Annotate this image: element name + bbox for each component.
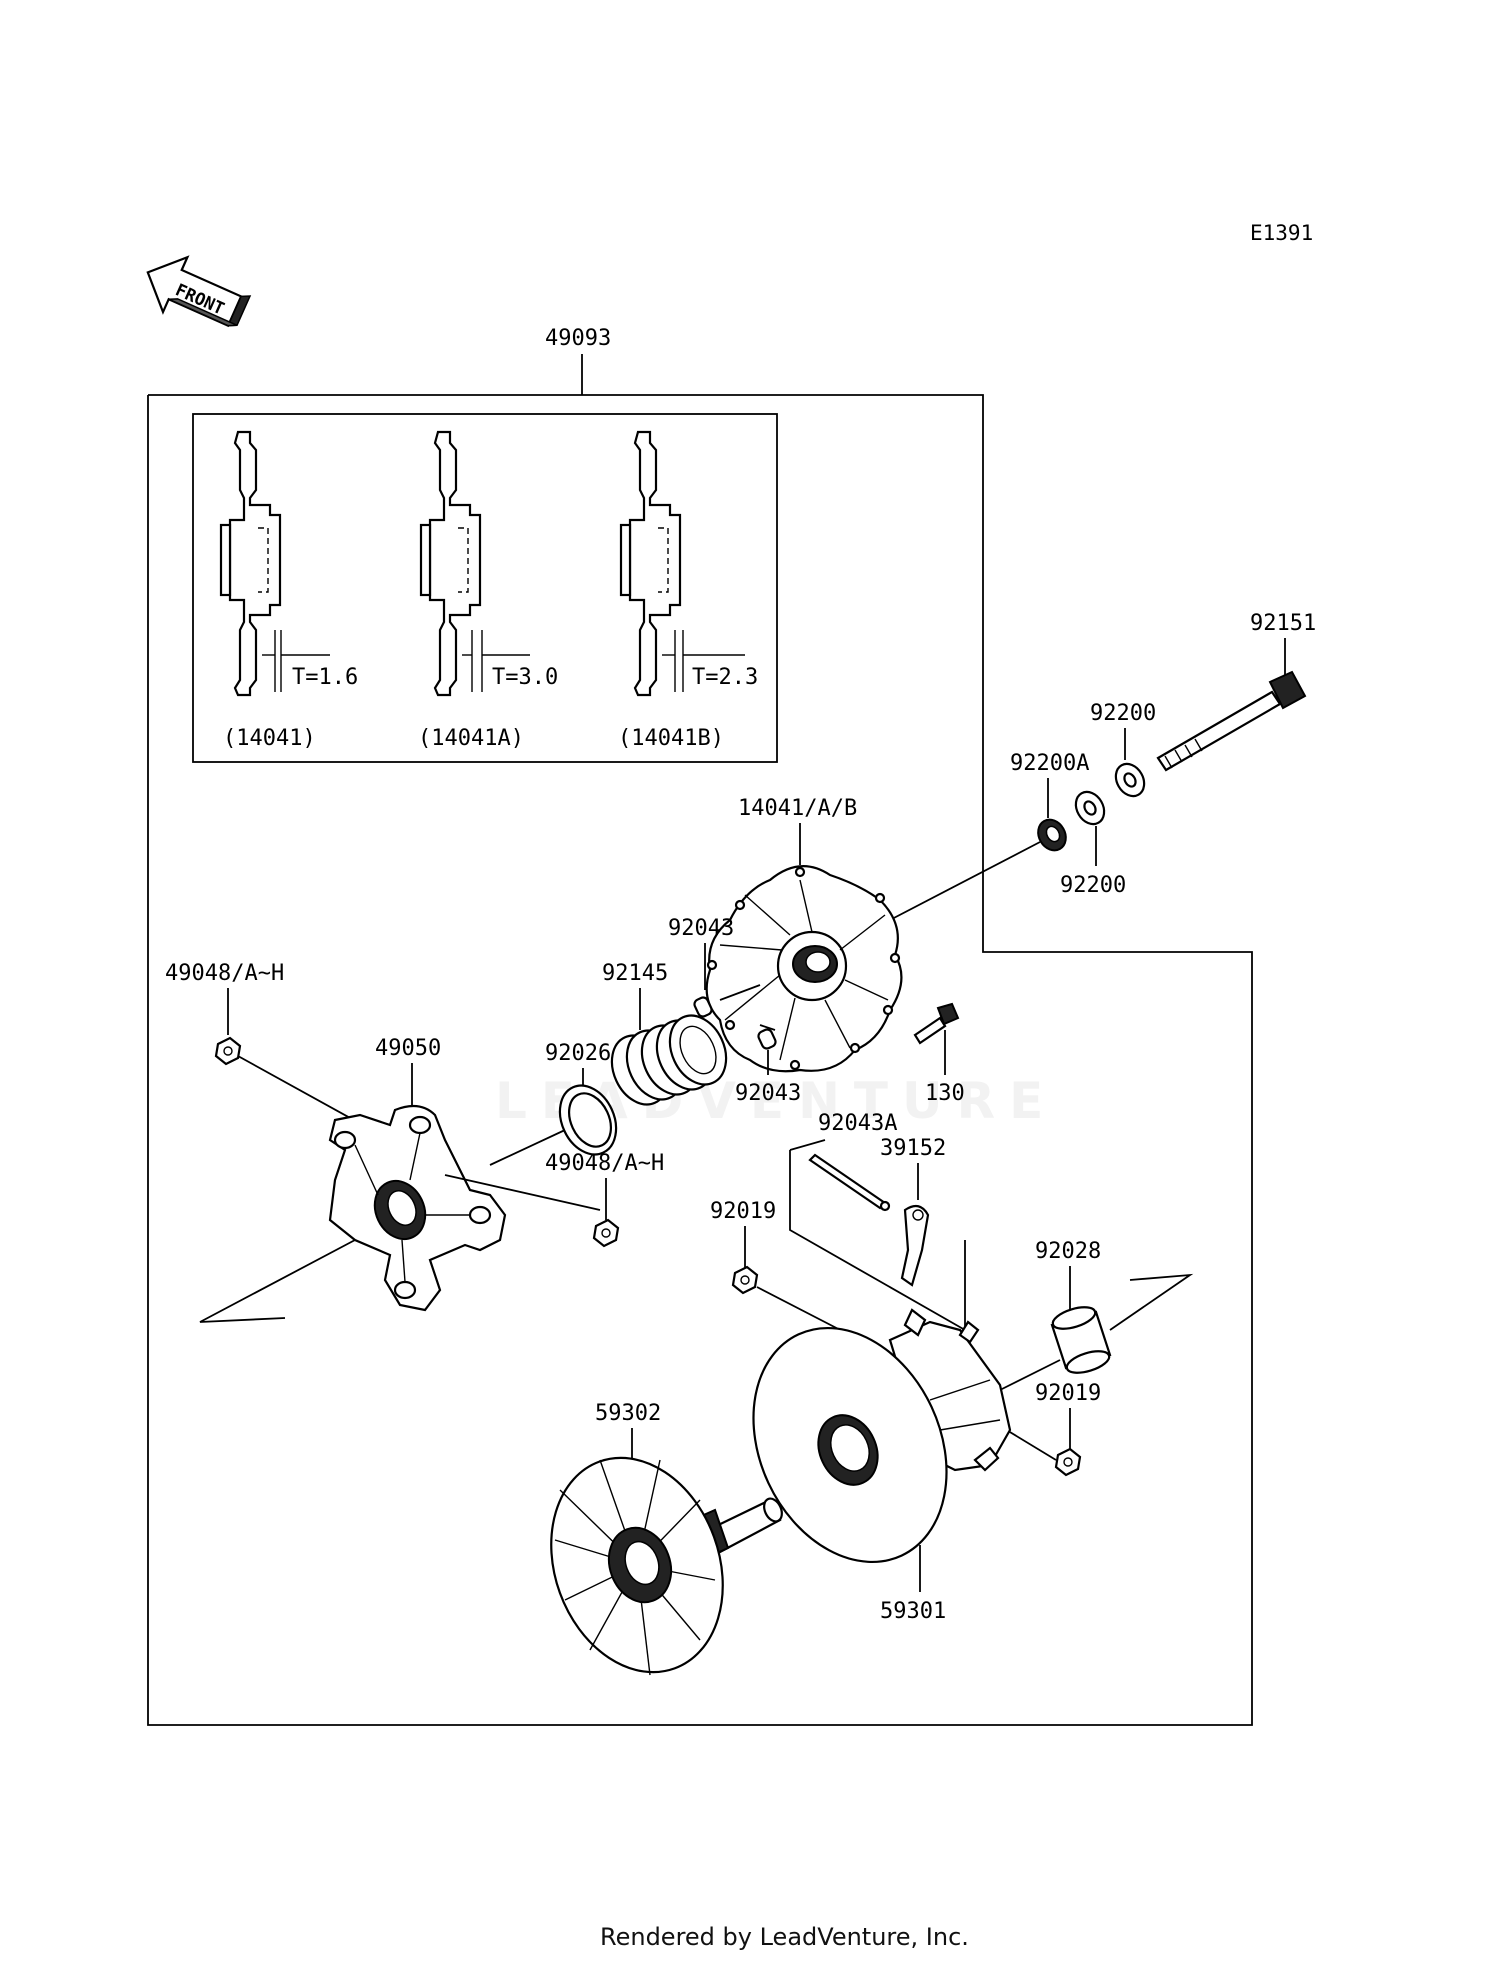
- label-92043A: 92043A: [818, 1111, 897, 1136]
- nut-92019-right: [1054, 1447, 1082, 1477]
- label-49093: 49093: [545, 326, 611, 351]
- ramp-plate-14041: [705, 865, 903, 1073]
- front-arrow-icon: FRONT: [146, 255, 252, 328]
- variant-part-number: (14041B): [618, 726, 724, 751]
- label-14041AB: 14041/A/B: [738, 796, 857, 821]
- assembly-frame: [147, 394, 1253, 1726]
- diagram-code: E1391: [1250, 221, 1313, 245]
- variant-profile-14041B: T=2.3 (14041B): [618, 430, 758, 751]
- fixed-sheave-59302: [550, 1456, 783, 1676]
- pin-92043A: [808, 1153, 891, 1212]
- label-92145: 92145: [602, 961, 668, 986]
- washer-92200-bottom: [1074, 790, 1106, 826]
- bolt-92151: [1156, 670, 1307, 772]
- label-92043-top: 92043: [668, 916, 734, 941]
- label-92026: 92026: [545, 1041, 611, 1066]
- label-39152: 39152: [880, 1136, 946, 1161]
- spring-92145: [610, 1014, 728, 1106]
- label-49048-left: 49048/A~H: [165, 961, 284, 986]
- pin-92043-top: [693, 996, 713, 1018]
- label-92043-bottom: 92043: [735, 1081, 801, 1106]
- nut-49048-mid: [592, 1218, 620, 1248]
- label-92151: 92151: [1250, 611, 1316, 636]
- label-92028: 92028: [1035, 1239, 1101, 1264]
- variant-part-number: (14041A): [418, 726, 524, 751]
- label-49048-mid: 49048/A~H: [545, 1151, 664, 1176]
- variant-part-number: (14041): [223, 726, 316, 751]
- label-49050: 49050: [375, 1036, 441, 1061]
- label-92019-left: 92019: [710, 1199, 776, 1224]
- variant-thickness: T=3.0: [492, 665, 558, 690]
- footer-credit: Rendered by LeadVenture, Inc.: [600, 1923, 969, 1951]
- washer-92200-top: [1114, 762, 1146, 798]
- pin-92043-bottom: [757, 1028, 777, 1050]
- label-92200-top: 92200: [1090, 701, 1156, 726]
- weight-39152: [900, 1204, 930, 1287]
- label-92200A: 92200A: [1010, 751, 1089, 776]
- label-92200-bottom: 92200: [1060, 873, 1126, 898]
- variant-thickness: T=1.6: [292, 665, 358, 690]
- variant-thickness: T=2.3: [692, 665, 758, 690]
- label-59302: 59302: [595, 1401, 661, 1426]
- bolt-130: [913, 1002, 960, 1045]
- movable-sheave-59301: [752, 1308, 1012, 1564]
- spider-49050: [328, 1104, 507, 1312]
- nut-92019-left: [731, 1265, 759, 1295]
- collar-92200A: [1037, 818, 1067, 852]
- variant-inset-box: [192, 413, 778, 763]
- variant-profile-14041A: T=3.0 (14041A): [418, 430, 558, 751]
- nut-49048-left: [214, 1036, 242, 1066]
- variant-profile-14041: T=1.6 (14041): [219, 430, 358, 751]
- bushing-92028: [1050, 1306, 1112, 1374]
- label-59301: 59301: [880, 1599, 946, 1624]
- group-bracket: [789, 1150, 966, 1332]
- label-130: 130: [925, 1081, 965, 1106]
- label-92019-right: 92019: [1035, 1381, 1101, 1406]
